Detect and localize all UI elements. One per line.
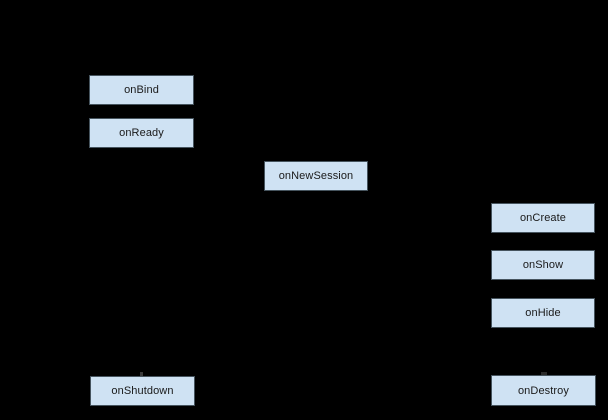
node-onhide: onHide — [491, 298, 595, 328]
arrowhead-tick-onshutdown — [140, 372, 143, 376]
node-onbind: onBind — [89, 75, 194, 105]
node-ondestroy: onDestroy — [491, 375, 596, 406]
node-onnewsession: onNewSession — [264, 161, 368, 191]
node-oncreate: onCreate — [491, 203, 595, 233]
node-oncreate-label: onCreate — [519, 212, 567, 224]
node-onshutdown-label: onShutdown — [111, 385, 174, 397]
node-onshutdown: onShutdown — [90, 376, 195, 406]
node-onready: onReady — [89, 118, 194, 148]
arrowhead-tick-ondestroy — [541, 372, 547, 375]
node-onshow: onShow — [491, 250, 595, 280]
node-onbind-label: onBind — [124, 84, 159, 96]
node-ondestroy-label: onDestroy — [517, 384, 570, 397]
node-onnewsession-label: onNewSession — [278, 170, 354, 182]
node-onshow-label: onShow — [522, 259, 564, 271]
node-onready-label: onReady — [119, 127, 164, 139]
node-onhide-label: onHide — [525, 307, 561, 319]
